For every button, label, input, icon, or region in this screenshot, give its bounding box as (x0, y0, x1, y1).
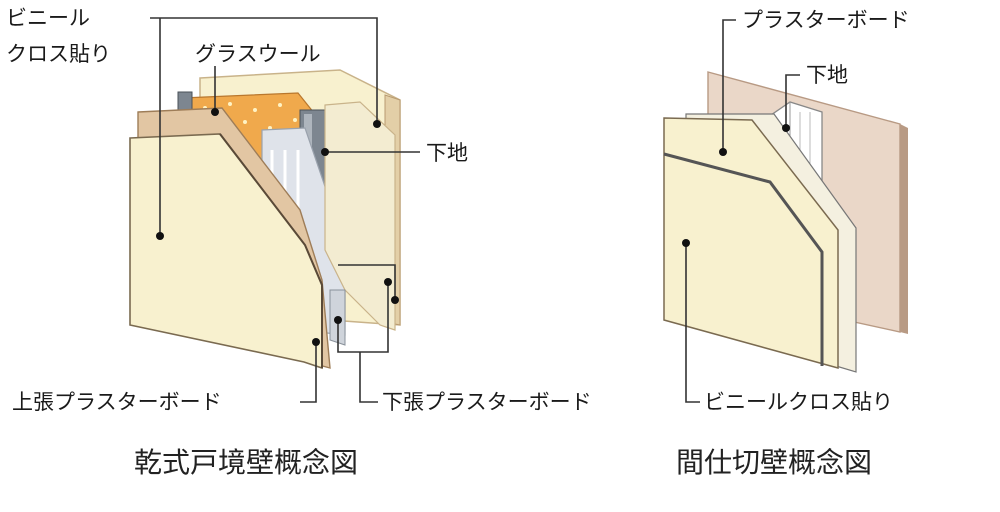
caption-left: 乾式戸境壁概念図 (134, 446, 358, 479)
left-leader-dots (156, 108, 399, 346)
caption-right: 間仕切壁概念図 (676, 446, 872, 479)
label-upper-plasterboard: 上張プラスターボード (12, 390, 222, 414)
label-base-left: 下地 (426, 141, 468, 165)
left-leaders (150, 17, 420, 403)
right-leader-dots (682, 124, 790, 247)
back-panel-side (900, 124, 908, 334)
label-base-right: 下地 (806, 63, 848, 87)
glass-wool-texture (203, 102, 297, 130)
partition-inner-line (663, 152, 824, 366)
left-wall-illustration (129, 69, 401, 370)
front-board-edge (219, 133, 323, 368)
partition-front-board (663, 117, 839, 369)
label-vinyl-cloth-2: クロス貼り (6, 42, 111, 66)
label-vinyl-cloth-right: ビニールクロス貼り (704, 390, 893, 414)
label-lower-plasterboard: 下張プラスターボード (382, 390, 592, 414)
label-glass-wool: グラスウール (195, 42, 321, 66)
label-plasterboard-right: プラスターボード (742, 8, 910, 32)
right-wall-illustration (663, 71, 908, 373)
label-vinyl-cloth-1: ビニール (6, 6, 90, 30)
right-leaders (685, 19, 800, 403)
